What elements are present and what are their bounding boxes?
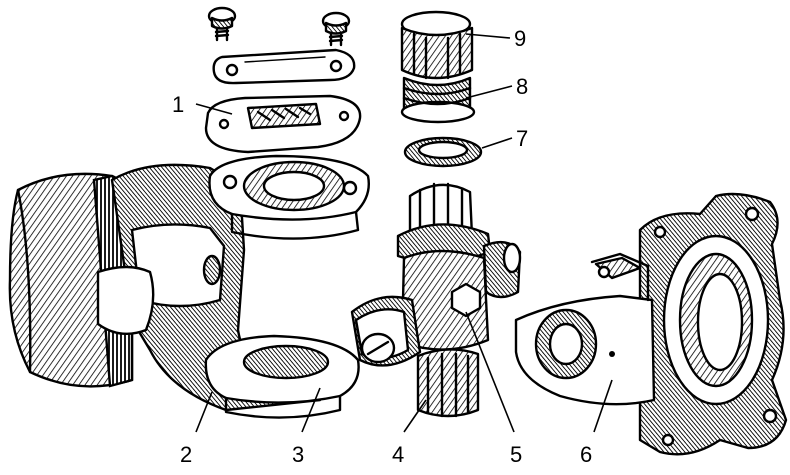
yoke-lower-flange <box>204 334 360 419</box>
locking-plate <box>212 48 356 85</box>
callout-2: 2 <box>180 442 192 467</box>
callout-3: 3 <box>292 442 304 467</box>
part-9-plug-cap <box>400 10 474 80</box>
callout-7: 7 <box>516 126 528 151</box>
screw-right <box>321 11 351 47</box>
callout-6: 6 <box>580 442 592 467</box>
callout-1: 1 <box>172 92 184 117</box>
part-1-cover-plate <box>204 94 362 154</box>
part-4-bearing-cap-lower <box>416 348 480 418</box>
screw-left <box>207 6 237 42</box>
part-5-cross-spider <box>350 182 522 367</box>
callout-9: 9 <box>514 26 526 51</box>
callout-labels: 1 2 3 4 5 6 7 8 9 <box>172 26 592 467</box>
yoke-upper-flange <box>208 154 370 240</box>
part-6-flanged-housing <box>514 192 788 456</box>
callout-8: 8 <box>516 74 528 99</box>
leader-lines <box>195 33 613 433</box>
part-8-threaded-bushing <box>400 76 476 124</box>
callout-4: 4 <box>392 442 404 467</box>
part-7-washer <box>403 136 483 168</box>
callout-5: 5 <box>510 442 522 467</box>
